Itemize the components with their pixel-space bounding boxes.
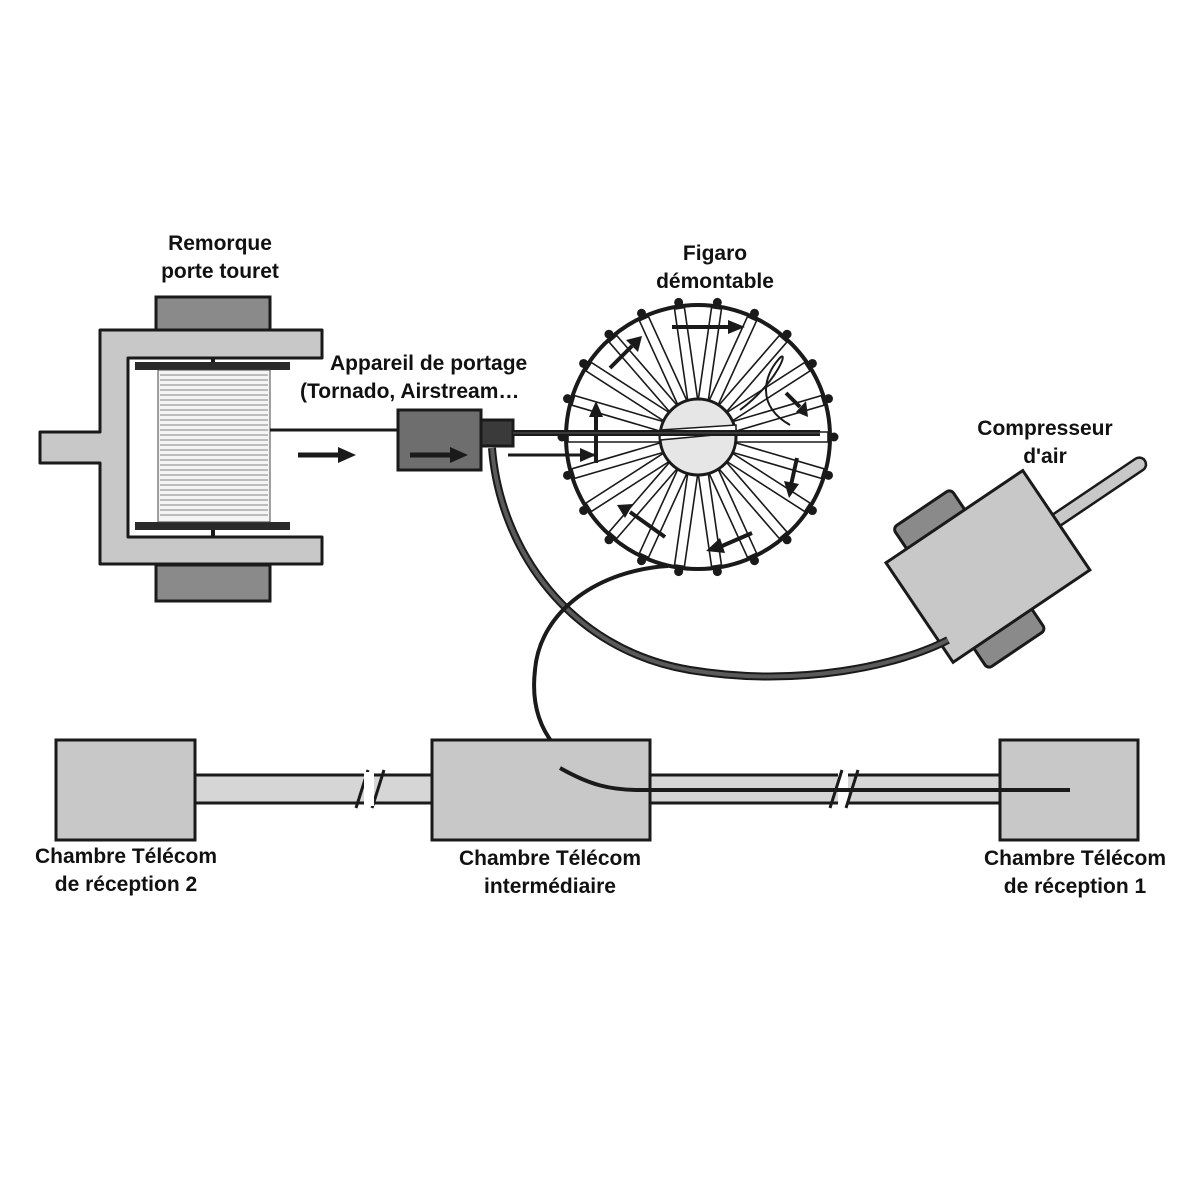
label-trailer-line2: porte touret	[161, 260, 279, 283]
label-blowing-device: Appareil de portage (Tornado, Airstream…	[300, 350, 570, 406]
compressor-body	[883, 468, 1092, 665]
figaro-rim-knob	[749, 308, 759, 318]
label-device-line1: Appareil de portage	[330, 352, 528, 375]
figaro-rim-knob	[637, 556, 647, 566]
label-figaro-line2: démontable	[656, 270, 774, 293]
label-chamber-rx2-line1: Chambre Télécom	[34, 845, 218, 868]
label-chamber-mid-line2: intermédiaire	[484, 875, 616, 898]
label-figaro-line1: Figaro	[682, 242, 748, 265]
chamber-reception-2	[54, 738, 197, 842]
label-chamber-rx1-line2: de réception 1	[1003, 875, 1147, 898]
label-compressor-line2: d'air	[1023, 445, 1067, 468]
label-figaro: Figaro démontable	[610, 240, 820, 296]
cable-drum	[157, 369, 271, 523]
figaro-rim-knob	[782, 535, 792, 545]
label-chamber-mid-line1: Chambre Télécom	[458, 847, 642, 870]
label-chamber-rx1-line1: Chambre Télécom	[983, 847, 1167, 870]
figaro-rim-knob	[604, 535, 614, 545]
air-compressor	[883, 456, 1148, 669]
figaro-rim-knob	[637, 308, 647, 318]
figaro-rim-knob	[579, 506, 589, 516]
cable-drum-trailer	[38, 295, 324, 603]
figaro-rim-knob	[829, 432, 839, 442]
arrow-drum-to-device	[298, 447, 356, 463]
figaro-rim-knob	[579, 358, 589, 368]
label-device-line2: (Tornado, Airstream…	[300, 380, 520, 403]
label-trailer-line1: Remorque	[168, 232, 272, 255]
figaro-rim-knob	[782, 329, 792, 339]
figaro-rim-knob	[674, 567, 684, 577]
blowing-device-body	[396, 408, 483, 472]
blowing-device	[396, 408, 515, 472]
figaro-rim-knob	[563, 394, 573, 404]
label-trailer: Remorque porte touret	[130, 230, 310, 286]
figaro-rim-knob	[604, 329, 614, 339]
trailer-wheel-top	[154, 295, 272, 335]
label-chamber-reception-1: Chambre Télécom de réception 1	[955, 845, 1195, 901]
figaro-rotation-arrows	[589, 320, 808, 553]
label-chamber-intermediate: Chambre Télécom intermédiaire	[430, 845, 670, 901]
figaro-rim-knob	[823, 394, 833, 404]
duct-left	[193, 769, 437, 809]
figaro-rim-knob	[712, 567, 722, 577]
label-chamber-rx2-line2: de réception 2	[54, 873, 198, 896]
trailer-frame	[38, 328, 324, 566]
figaro-rim-knob	[749, 556, 759, 566]
figaro-rim-knob	[674, 297, 684, 307]
drum-flange-bottom	[135, 522, 290, 530]
figaro-rim-knob	[807, 506, 817, 516]
drum-flange-top	[135, 362, 290, 370]
label-compressor-line1: Compresseur	[977, 417, 1113, 440]
figaro-rim-knob	[807, 358, 817, 368]
figaro-wheel	[557, 297, 839, 577]
label-compressor: Compresseur d'air	[950, 415, 1140, 471]
figaro-rim-knob	[712, 297, 722, 307]
label-chamber-reception-2: Chambre Télécom de réception 2	[10, 843, 242, 899]
figaro-rim-knob	[563, 470, 573, 480]
figaro-rim-knob	[823, 470, 833, 480]
blowing-device-nozzle	[479, 418, 515, 448]
trailer-wheel-bottom	[154, 563, 272, 603]
